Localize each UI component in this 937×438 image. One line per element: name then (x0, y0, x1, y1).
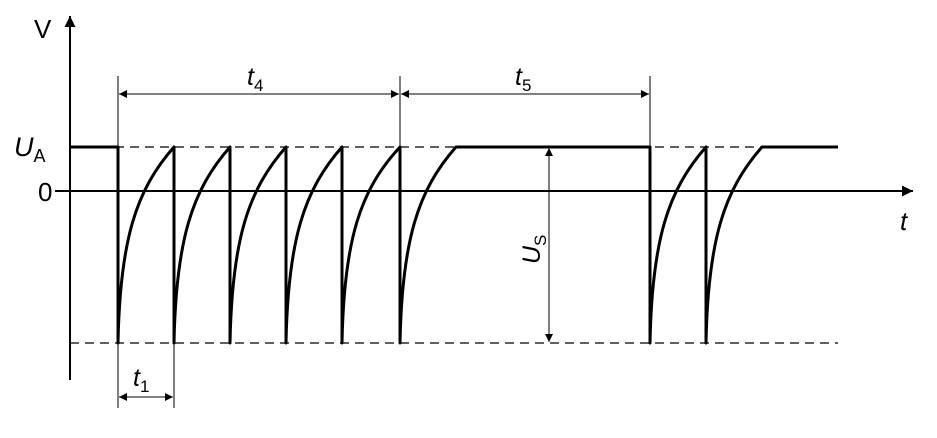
zero-level-label: 0 (38, 177, 52, 207)
ua-level-label: UA (14, 132, 46, 166)
t5-label: t5 (515, 63, 531, 95)
us-label: US (518, 235, 550, 264)
t1-label: t1 (133, 364, 149, 396)
waveform-signal (70, 145, 838, 345)
y-axis-label: V (34, 14, 52, 44)
x-axis-label: t (900, 206, 909, 236)
t4-label: t4 (247, 63, 263, 95)
